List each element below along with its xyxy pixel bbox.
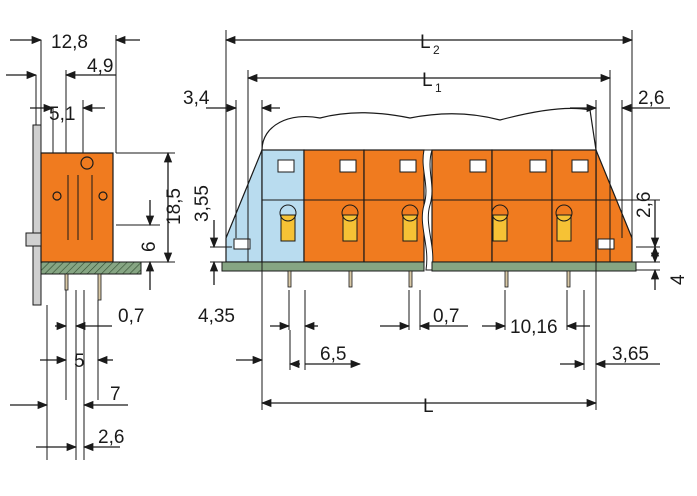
led-circle <box>491 204 509 222</box>
front-view: L 2 L 1 3,4 2,6 3,55 2,6 4 4,35 <box>183 30 689 417</box>
pin <box>348 270 353 288</box>
led-window <box>342 214 358 242</box>
label-L: L <box>423 396 434 417</box>
label-4-9: 4,9 <box>87 56 113 77</box>
label-4: 4 <box>668 274 689 285</box>
label-18-5: 18,5 <box>164 188 185 225</box>
side-pin-2 <box>97 273 102 301</box>
front-right-hole <box>597 238 615 250</box>
led-circle <box>555 204 573 222</box>
label-4-35: 4,35 <box>198 306 235 327</box>
led-window <box>556 214 572 242</box>
label-7: 7 <box>110 384 121 405</box>
side-clamp-slot <box>67 175 93 240</box>
latch <box>469 159 487 173</box>
side-view: 12,8 4,9 5,1 18,5 6 0,7 5 7 2,6 <box>6 32 185 460</box>
label-5-1: 5,1 <box>49 104 75 125</box>
label-5: 5 <box>74 351 85 372</box>
side-screw-circle <box>80 156 94 170</box>
label-10-16: 10,16 <box>510 317 558 338</box>
label-0-7-front: 0,7 <box>433 306 459 327</box>
led-window <box>492 214 508 242</box>
led-circle <box>341 204 359 222</box>
led-window <box>280 214 296 242</box>
led-window <box>402 214 418 242</box>
label-L1: L <box>422 70 433 91</box>
latch <box>339 159 357 173</box>
front-pcb-base-2 <box>431 261 637 272</box>
side-pin <box>64 273 69 291</box>
label-2-6-side: 2,6 <box>98 427 124 448</box>
front-pins <box>287 270 571 288</box>
latch <box>571 159 589 173</box>
side-mounting-plate <box>32 124 42 306</box>
front-latches <box>277 159 589 173</box>
side-hole-circle <box>52 191 62 201</box>
latch <box>399 159 417 173</box>
pin <box>287 270 292 288</box>
pin <box>504 270 509 288</box>
label-3-65: 3,65 <box>612 344 649 365</box>
side-pcb-base <box>40 261 142 275</box>
led-circle <box>401 204 419 222</box>
side-plug-stub <box>25 232 42 247</box>
side-hole-circle-2 <box>98 191 108 201</box>
latch <box>277 159 295 173</box>
label-0-7-side: 0,7 <box>118 306 144 327</box>
side-housing <box>40 152 114 263</box>
label-3-55: 3,55 <box>192 185 213 222</box>
latch <box>529 159 547 173</box>
label-L2-subscript: 2 <box>433 43 440 57</box>
pin <box>566 270 571 288</box>
pin <box>408 270 413 288</box>
label-2-6-top: 2,6 <box>638 88 664 109</box>
label-L2: L <box>420 32 431 53</box>
front-left-hole <box>233 238 251 250</box>
side-extension-lines <box>35 35 117 460</box>
label-6: 6 <box>139 241 160 252</box>
led-circle <box>279 204 297 222</box>
front-pcb-base <box>221 261 425 272</box>
label-12-8: 12,8 <box>51 32 88 53</box>
label-L1-subscript: 1 <box>435 81 442 95</box>
label-6-5: 6,5 <box>320 344 346 365</box>
front-leds <box>279 204 573 242</box>
label-2-6-right: 2,6 <box>634 192 655 218</box>
label-3-4: 3,4 <box>183 88 210 109</box>
